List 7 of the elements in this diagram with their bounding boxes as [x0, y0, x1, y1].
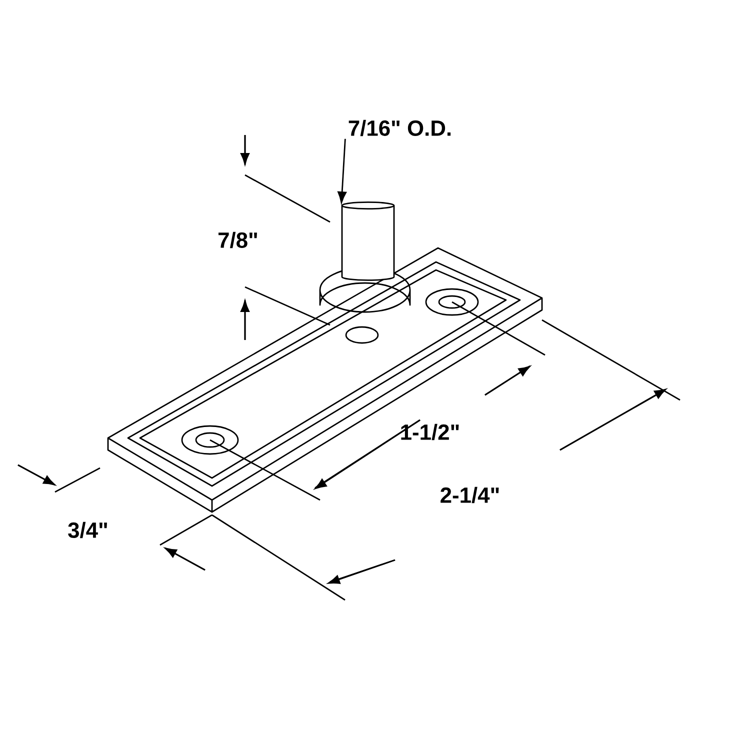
leader-line — [338, 138, 347, 204]
dimension-label: 7/16" O.D. — [348, 120, 451, 136]
dimension-label: 3/4" — [68, 522, 107, 538]
dimension-label: 1-1/2" — [401, 424, 459, 440]
dimension-label: 2-1/4" — [440, 486, 499, 504]
dimension-label: 7/8" — [218, 232, 257, 248]
pin-drawing — [341, 201, 395, 281]
